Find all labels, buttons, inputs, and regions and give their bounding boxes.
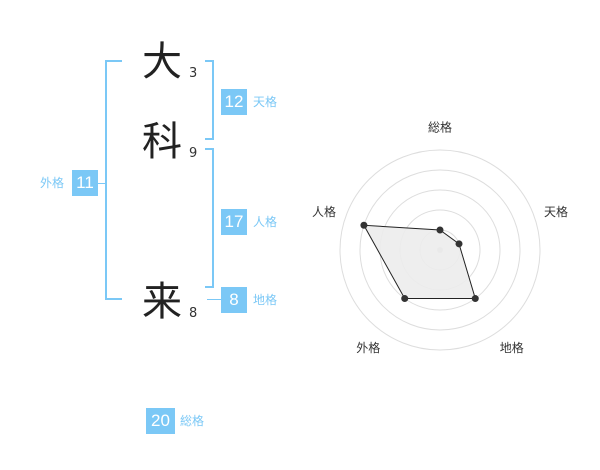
gaikaku-value: 11 [72,170,98,196]
radar-axis-label-2: 地格 [500,340,524,355]
tenkaku-label: 天格 [253,95,278,109]
radar-axis-label-3: 外格 [356,340,380,355]
radar-axis-label-1: 天格 [544,204,568,219]
soukaku-label: 総格 [180,414,205,428]
radar-points [360,221,479,303]
name-char-2: 科 [142,119,182,165]
radar-point-0 [436,226,444,234]
gaikaku-bracket-bottom [105,298,122,300]
name-char-1: 大 [142,39,182,85]
radar-point-2 [471,295,479,303]
tenkaku-bracket-top [205,60,214,62]
tenkaku-value: 12 [221,89,247,115]
tenkaku-bracket-spine [212,60,214,140]
tenkaku-bracket-bottom [205,138,214,140]
radar-series-area [363,224,476,299]
chikaku-connector [207,299,221,300]
gaikaku-bracket-top [105,60,122,62]
radar-ring-4 [359,169,521,331]
chikaku-value: 8 [221,287,247,313]
radar-axis-label-0: 総格 [428,120,452,135]
chikaku-label: 地格 [253,293,278,307]
jinkaku-bracket-spine [212,148,214,288]
radar-point-3 [401,295,409,303]
radar-axis-label-4: 人格 [312,204,336,219]
gaikaku-bracket-spine [105,60,107,300]
soukaku-value: 20 [146,408,175,434]
jinkaku-value: 17 [221,209,247,235]
name-char-3: 来 [142,279,182,325]
gaikaku-label: 外格 [40,176,65,190]
stroke-count-2: 9 [189,146,198,161]
stroke-count-3: 8 [189,306,198,321]
radar-ring-5 [339,149,541,351]
stroke-count-1: 3 [189,66,198,81]
jinkaku-bracket-top [205,148,214,150]
jinkaku-label: 人格 [253,215,278,229]
radar-point-4 [360,221,368,229]
gaikaku-connector [98,183,105,184]
radar-point-1 [455,240,463,248]
jinkaku-bracket-bottom [205,286,214,288]
